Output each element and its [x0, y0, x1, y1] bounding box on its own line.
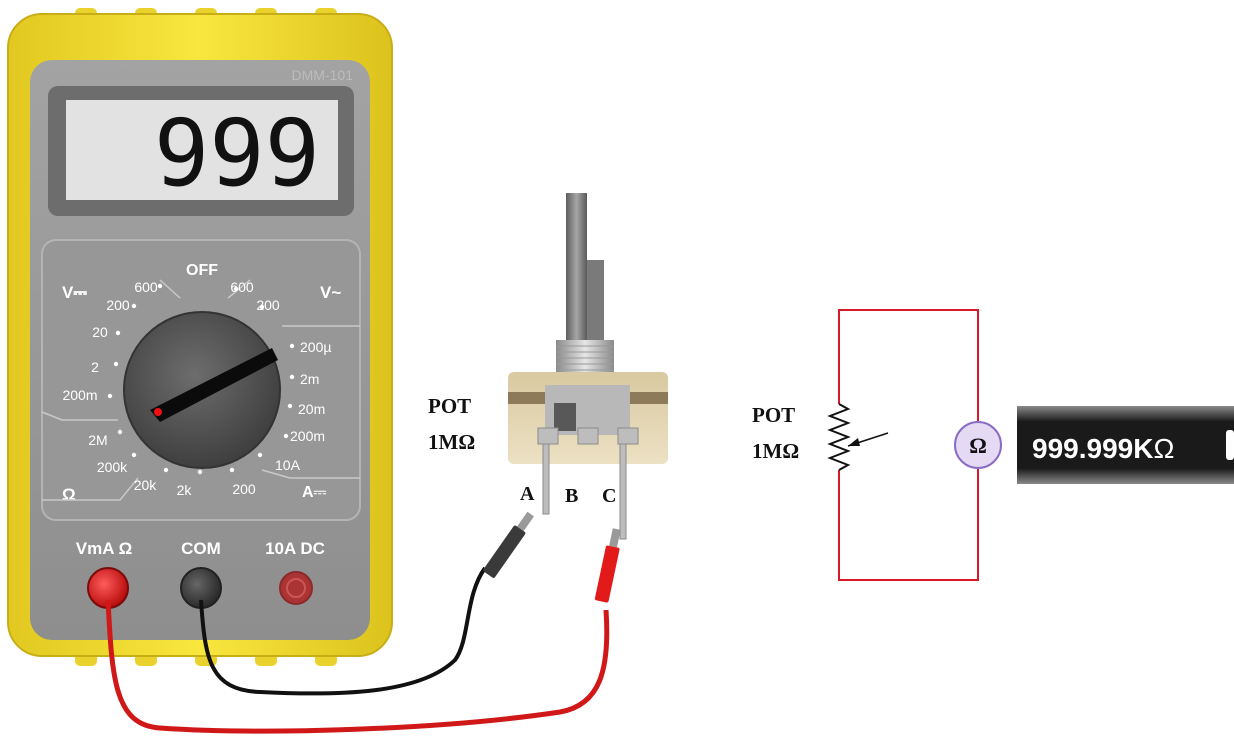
dial-range-label: 200	[256, 297, 280, 313]
pot-physical-label-1: POT	[428, 394, 471, 418]
jack-label-10a: 10A DC	[265, 539, 325, 558]
dial-range-dot	[258, 453, 262, 457]
dial-range-label: 2k	[177, 482, 193, 498]
lcd-reading: 999	[154, 100, 320, 207]
knob-indicator-dot	[154, 408, 162, 416]
readout-value: 999.999KΩ	[1032, 433, 1174, 464]
dial-range-dot	[118, 430, 122, 434]
readout-bar: 999.999KΩ	[1017, 406, 1234, 484]
dial-range-dot	[290, 375, 294, 379]
dial-range-dot	[288, 404, 292, 408]
dial-range-dot	[198, 470, 202, 474]
pot-schematic-label-1: POT	[752, 403, 795, 427]
pin-label-a: A	[520, 483, 535, 505]
dial-range-dot	[132, 304, 136, 308]
adc-label: A⎓	[302, 484, 327, 501]
dial-range-dot	[230, 468, 234, 472]
pot-schematic-label-2: 1MΩ	[752, 439, 799, 463]
dial-range-dot	[164, 468, 168, 472]
pot-housing-slot	[554, 403, 576, 431]
pin-label-c: C	[602, 485, 616, 507]
ohm-label: Ω	[62, 485, 76, 504]
dial-range-label: 600	[230, 279, 254, 295]
jack-10a[interactable]	[280, 572, 312, 604]
dial-range-label: 200µ	[300, 339, 331, 355]
dial-range-label: 20m	[298, 401, 325, 417]
dial-range-label: 200k	[97, 459, 128, 475]
dial-range-dot	[290, 344, 294, 348]
black-probe[interactable]	[483, 510, 537, 579]
dial-range-dot	[260, 305, 264, 309]
multimeter: DMM-101 999 OFF V⎓ V~ Ω A⎓ 600200202200m…	[8, 8, 392, 666]
red-probe[interactable]	[595, 528, 624, 603]
readout-edge	[1226, 430, 1234, 460]
meter-brand: DMM-101	[292, 67, 354, 83]
dial-range-dot	[158, 284, 162, 288]
dial-range-label: 20k	[134, 477, 158, 493]
off-label: OFF	[186, 262, 218, 279]
potentiometer-physical: POT 1MΩ A B C	[428, 193, 668, 539]
resistor-symbol	[830, 404, 848, 470]
pin-label-b: B	[565, 485, 578, 507]
dial-range-dot	[284, 434, 288, 438]
ohm-symbol-text: Ω	[969, 433, 987, 458]
dial-range-label: 2M	[88, 432, 107, 448]
schematic: POT 1MΩ Ω	[752, 310, 1001, 580]
jack-label-vmaohm: VmA Ω	[76, 539, 132, 558]
dial-range-dot	[114, 362, 118, 366]
dial-range-label: 600	[134, 279, 158, 295]
dial-range-label: 200	[232, 481, 256, 497]
dial-range-label: 200m	[290, 428, 325, 444]
dial-range-dot	[234, 287, 238, 291]
dial-range-label: 200	[106, 297, 130, 313]
pot-physical-label-2: 1MΩ	[428, 430, 475, 454]
dial-range-label: 10A	[275, 457, 301, 473]
jack-label-com: COM	[181, 539, 221, 558]
dial-range-label: 20	[92, 324, 108, 340]
dial-range-label: 200m	[62, 387, 97, 403]
dial-range-label: 2m	[300, 371, 319, 387]
vac-label: V~	[320, 283, 341, 302]
wiper-arrow	[848, 438, 860, 446]
vdc-label: V⎓	[62, 283, 87, 302]
dial-range-dot	[108, 394, 112, 398]
dial-range-dot	[116, 331, 120, 335]
dial-range-label: 2	[91, 359, 99, 375]
dial-range-dot	[132, 453, 136, 457]
